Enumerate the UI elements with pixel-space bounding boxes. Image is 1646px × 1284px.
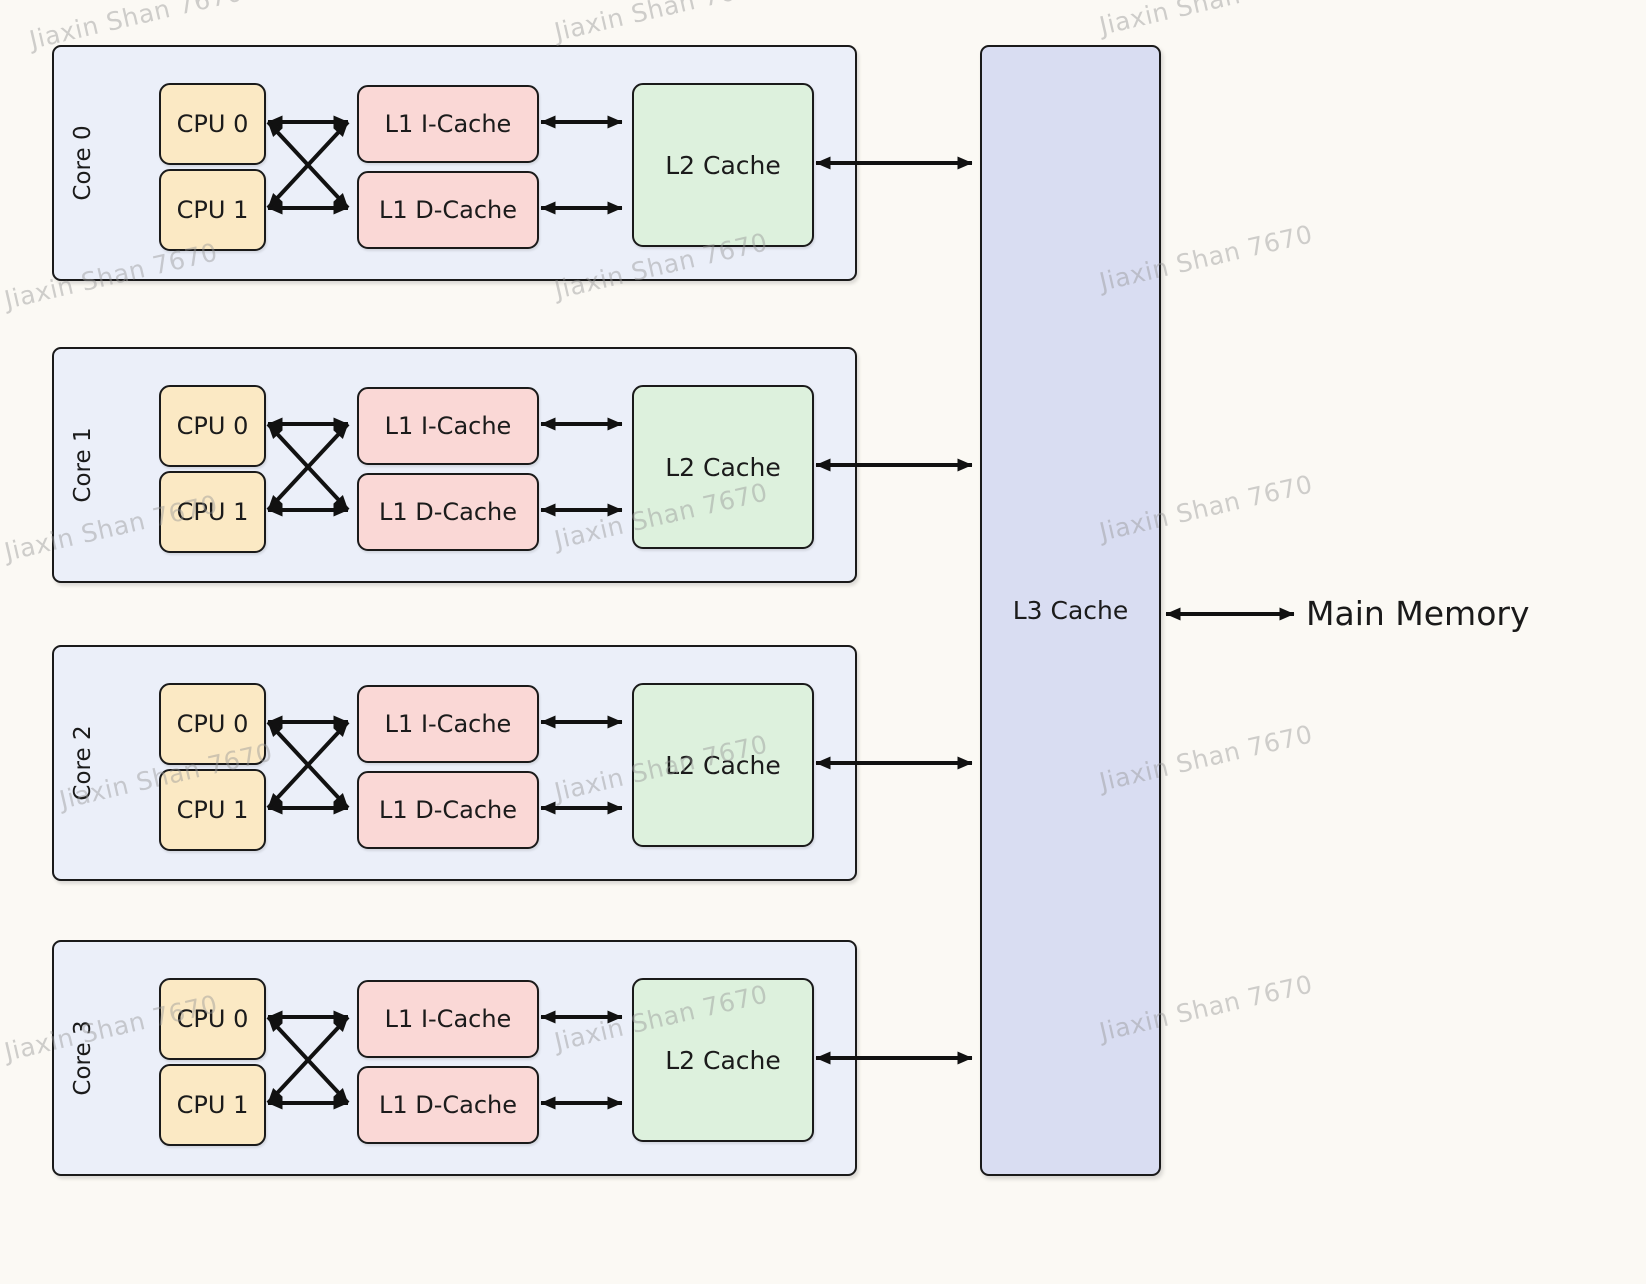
core-2-container: Core 2 CPU 0 CPU 1 L1 I-Cache L1 D-Cache… [52,645,857,881]
core-3-cpu0-box: CPU 0 [159,978,266,1060]
watermark-text: Jiaxin Shan 7670 [551,0,771,47]
l3-cache-label: L3 Cache [1012,596,1129,625]
core-0-cpu1-box: CPU 1 [159,169,266,251]
core-2-cpu1-box: CPU 1 [159,769,266,851]
core-0-container: Core 0 CPU 0 CPU 1 L1 I-Cache L1 D-Cache… [52,45,857,281]
core-3-l1-icache-box: L1 I-Cache [357,980,539,1058]
main-memory-label: Main Memory [1306,594,1530,633]
core-3-l1-dcache-box: L1 D-Cache [357,1066,539,1144]
core-3-l2-cache-box: L2 Cache [632,978,814,1142]
core-2-l2-cache-box: L2 Cache [632,683,814,847]
core-0-cpu0-box: CPU 0 [159,83,266,165]
core-3-container: Core 3 CPU 0 CPU 1 L1 I-Cache L1 D-Cache… [52,940,857,1176]
core-1-label: Core 1 [70,427,96,503]
core-0-l2-cache-box: L2 Cache [632,83,814,247]
core-0-l1-icache-box: L1 I-Cache [357,85,539,163]
core-1-l1-dcache-box: L1 D-Cache [357,473,539,551]
core-1-l2-cache-box: L2 Cache [632,385,814,549]
core-3-label: Core 3 [70,1020,96,1096]
core-3-cpu1-box: CPU 1 [159,1064,266,1146]
core-1-l1-icache-box: L1 I-Cache [357,387,539,465]
watermark-text: Jiaxin Shan 7670 [1096,0,1316,41]
core-2-cpu0-box: CPU 0 [159,683,266,765]
core-1-cpu0-box: CPU 0 [159,385,266,467]
core-1-container: Core 1 CPU 0 CPU 1 L1 I-Cache L1 D-Cache… [52,347,857,583]
core-0-label: Core 0 [70,125,96,201]
l3-cache-box: L3 Cache [980,45,1161,1176]
core-1-cpu1-box: CPU 1 [159,471,266,553]
core-2-l1-icache-box: L1 I-Cache [357,685,539,763]
core-2-l1-dcache-box: L1 D-Cache [357,771,539,849]
core-2-label: Core 2 [70,725,96,801]
core-0-l1-dcache-box: L1 D-Cache [357,171,539,249]
